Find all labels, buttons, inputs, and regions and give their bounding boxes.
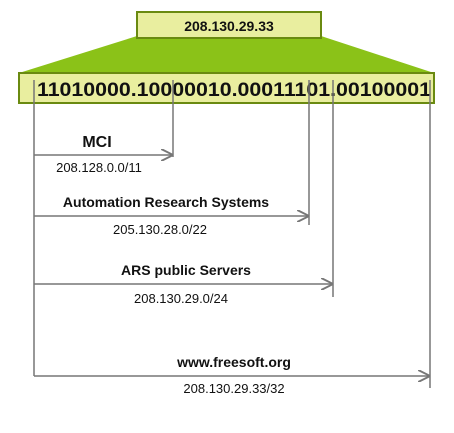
binary-address-text: 11010000.10000010.00011101.00100001 xyxy=(37,80,431,101)
binary-address-box: 11010000.10000010.00011101.00100001 xyxy=(18,72,435,104)
route-prefix-mci: 208.128.0.0/11 xyxy=(56,160,142,175)
route-name-ars-public: ARS public Servers xyxy=(121,262,251,278)
ip-address-box: 208.130.29.33 xyxy=(136,11,322,39)
ip-address-text: 208.130.29.33 xyxy=(184,18,274,34)
route-name-host: www.freesoft.org xyxy=(176,354,291,370)
route-prefix-ars: 205.130.28.0/22 xyxy=(113,222,207,237)
route-name-mci: MCI xyxy=(82,134,111,151)
funnel-shape xyxy=(19,36,434,73)
route-prefix-ars-public: 208.130.29.0/24 xyxy=(134,291,228,306)
route-prefix-host: 208.130.29.33/32 xyxy=(183,381,284,396)
route-name-ars: Automation Research Systems xyxy=(63,194,269,210)
